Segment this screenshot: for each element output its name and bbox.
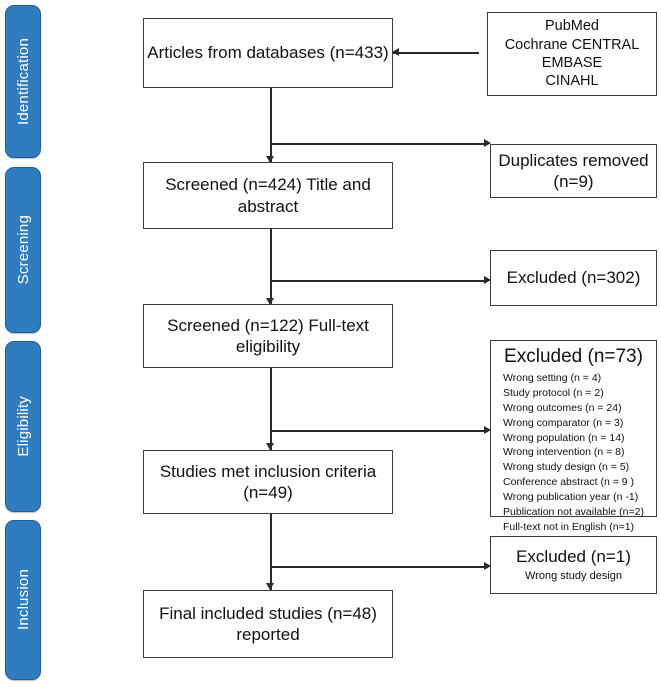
arrowhead-articles-to-screened-title	[266, 156, 274, 163]
box-duplicates-removed-line-1: Duplicates removed	[498, 150, 649, 170]
stage-eligibility: Eligibility	[5, 341, 41, 512]
stage-eligibility-label: Eligibility	[14, 396, 32, 457]
box-final-included-studies: Final included studies (n=48) reported	[143, 590, 393, 658]
box-studies-met-inclusion-criteria-line-2: (n=49)	[243, 483, 293, 502]
arrowhead-to-excluded-title-abstract	[484, 276, 491, 284]
list-item: Publication not available (n=2)	[503, 506, 644, 519]
connector-to-excluded-final	[271, 566, 486, 568]
box-duplicates-removed-line-2: (n=9)	[553, 172, 594, 191]
box-excluded-title-abstract: Excluded (n=302)	[490, 250, 657, 306]
list-item: Wrong comparator (n = 3)	[503, 416, 624, 429]
list-item: Wrong study design (n = 5)	[503, 461, 630, 474]
box-excluded-final: Excluded (n=1) Wrong study design	[490, 536, 657, 594]
stage-screening-label: Screening	[14, 215, 32, 285]
source-embase: EMBASE	[541, 55, 603, 71]
arrowhead-inclusion-criteria-to-final	[266, 583, 274, 590]
box-screened-title-abstract-line-2: abstract	[237, 196, 299, 216]
list-item: Wrong outcomes (n = 24)	[503, 401, 622, 414]
box-database-sources: PubMed Cochrane CENTRAL EMBASE CINAHL	[487, 12, 657, 96]
arrowhead-screened-title-to-fulltext	[266, 298, 274, 305]
box-articles-from-databases: Articles from databases (n=433)	[143, 18, 393, 88]
arrowhead-to-excluded-final	[484, 562, 491, 570]
connector-sources-to-articles	[393, 52, 479, 54]
box-excluded-fulltext: Excluded (n=73) Wrong setting (n = 4) St…	[490, 340, 657, 533]
list-item: Study protocol (n = 2)	[503, 386, 604, 399]
box-final-included-studies-line-1: Final included studies (n=48)	[159, 603, 377, 623]
list-item: Wrong publication year (n -1)	[503, 491, 639, 504]
source-cinahl: CINAHL	[545, 73, 599, 90]
connector-to-excluded-fulltext	[271, 430, 486, 432]
connector-articles-to-screened-title	[270, 88, 272, 162]
box-screened-title-abstract-line-1: Screened (n=424) Title and	[165, 175, 371, 195]
box-articles-from-databases-line-1: Articles from databases (n=433)	[147, 43, 389, 63]
box-final-included-studies-line-2: reported	[236, 625, 300, 644]
box-screened-fulltext-eligibility: Screened (n=122) Full-text eligibility	[143, 304, 393, 368]
box-screened-fulltext-eligibility-line-2: eligibility	[235, 337, 301, 356]
list-item: Wrong intervention (n = 8)	[503, 446, 625, 459]
arrowhead-to-excluded-fulltext	[484, 426, 491, 434]
connector-to-excluded-title-abstract	[271, 280, 486, 282]
box-excluded-final-title: Excluded (n=1)	[516, 547, 631, 567]
connector-fulltext-to-inclusion-criteria	[270, 368, 272, 450]
list-item: Wrong population (n = 14)	[503, 431, 625, 444]
box-studies-met-inclusion-criteria-line-1: Studies met inclusion criteria	[159, 461, 377, 481]
arrowhead-to-duplicates-removed	[484, 139, 491, 147]
list-item: Conference abstract (n = 9 )	[503, 476, 635, 489]
box-excluded-title-abstract-line-1: Excluded (n=302)	[506, 268, 641, 288]
connector-screened-title-to-fulltext	[270, 229, 272, 305]
stage-inclusion: Inclusion	[5, 520, 41, 680]
list-item: Wrong setting (n = 4)	[503, 371, 602, 384]
arrowhead-sources-to-articles	[392, 48, 399, 56]
connector-inclusion-criteria-to-final	[270, 514, 272, 590]
box-excluded-fulltext-title: Excluded (n=73)	[504, 346, 643, 367]
stage-inclusion-label: Inclusion	[14, 569, 32, 631]
stage-identification-label: Identification	[14, 37, 32, 126]
stage-screening: Screening	[5, 167, 41, 333]
source-pubmed: PubMed	[544, 18, 599, 35]
arrowhead-fulltext-to-inclusion-criteria	[266, 443, 274, 450]
box-screened-fulltext-eligibility-line-1: Screened (n=122) Full-text	[167, 315, 369, 335]
excluded-fulltext-reason-list: Wrong setting (n = 4) Study protocol (n …	[503, 371, 644, 535]
stage-identification: Identification	[5, 5, 41, 158]
box-duplicates-removed: Duplicates removed (n=9)	[490, 144, 657, 198]
list-item: Full-text not in English (n=1)	[503, 520, 635, 533]
source-cochrane-central: Cochrane CENTRAL	[504, 36, 640, 53]
connector-to-duplicates-removed	[271, 143, 486, 145]
box-screened-title-abstract: Screened (n=424) Title and abstract	[143, 162, 393, 229]
box-excluded-final-note: Wrong study design	[524, 570, 623, 583]
box-studies-met-inclusion-criteria: Studies met inclusion criteria (n=49)	[143, 450, 393, 514]
